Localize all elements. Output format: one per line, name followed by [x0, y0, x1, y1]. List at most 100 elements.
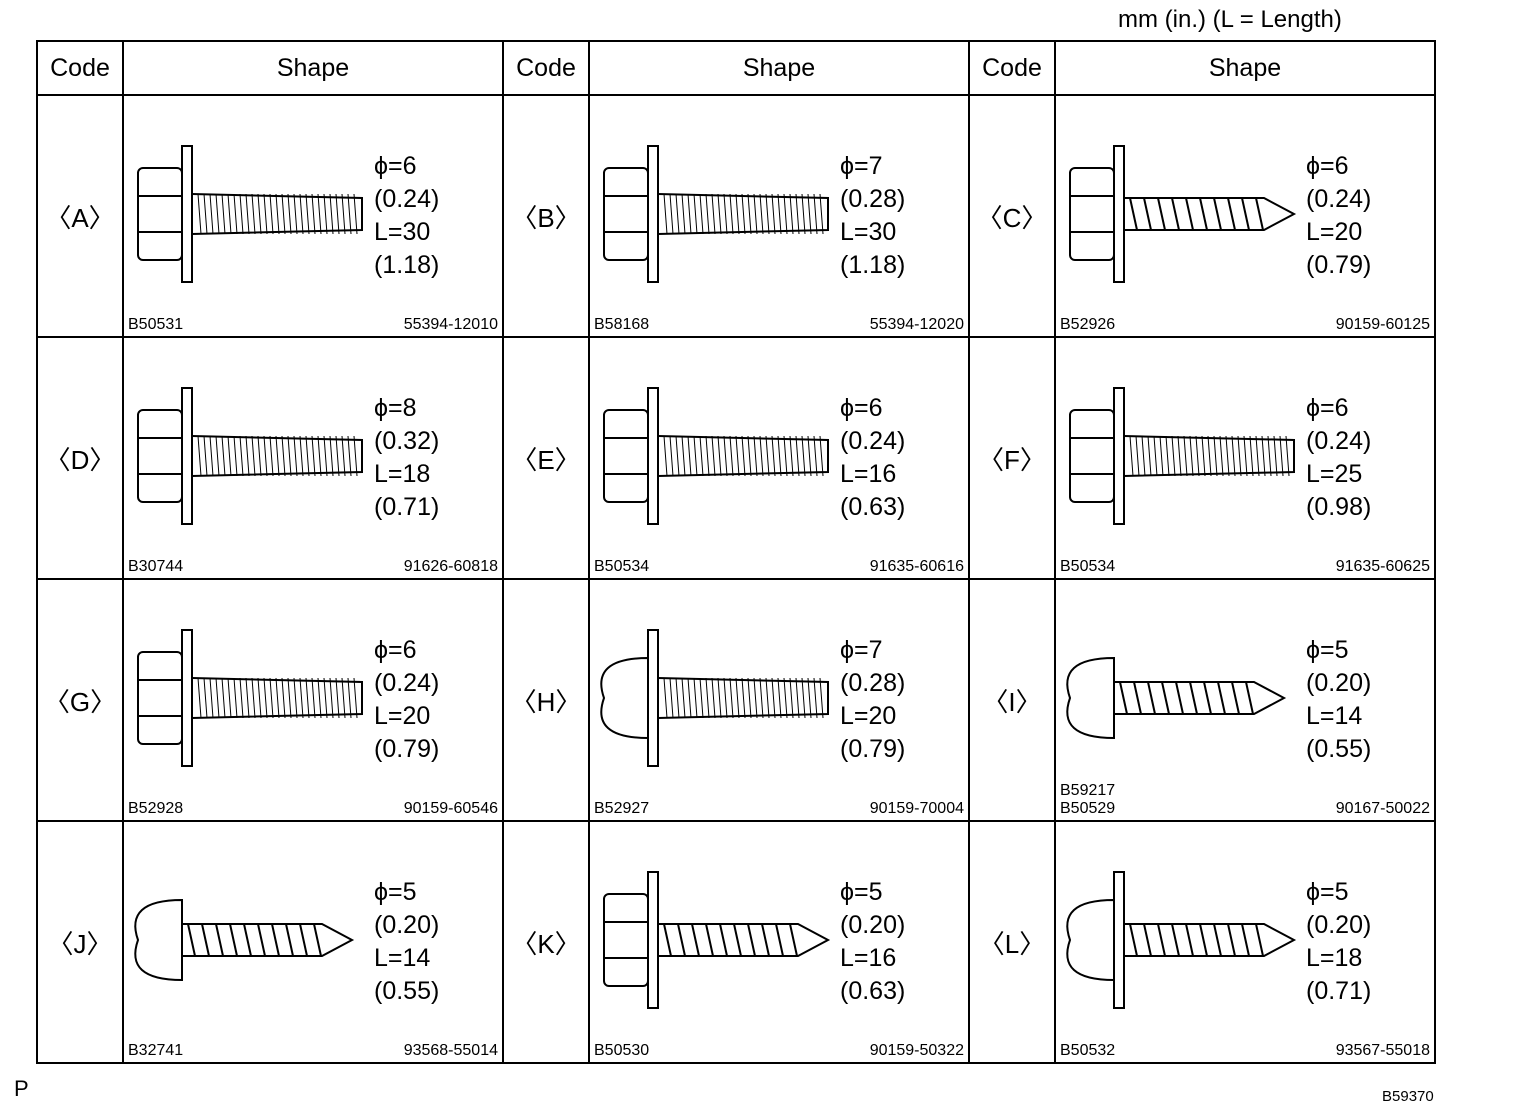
- fastener-specs: ϕ=5 (0.20) L=14 (0.55): [1306, 634, 1371, 766]
- fastener-code: 〈G〉: [36, 578, 124, 822]
- diameter-mm: ϕ=6: [1306, 394, 1349, 422]
- length-mm: L=20: [374, 702, 431, 730]
- fastener-code: 〈E〉: [502, 336, 590, 580]
- diameter-in: (0.24): [840, 427, 906, 455]
- diameter-mm: ϕ=6: [1306, 152, 1349, 180]
- length-in: (0.63): [840, 977, 906, 1005]
- illustration-code: B52927: [594, 800, 650, 817]
- diameter-mm: ϕ=7: [840, 636, 883, 664]
- hex-washer-tapping-screw-icon: [603, 871, 831, 1009]
- fastener-code: 〈A〉: [36, 94, 124, 338]
- length-in: (1.18): [374, 251, 440, 279]
- code-header: Code: [36, 40, 124, 96]
- hex-washer-bolt-icon: [137, 387, 363, 525]
- part-number: 91626-60818: [403, 558, 498, 575]
- diameter-mm: ϕ=5: [1306, 636, 1349, 664]
- length-mm: L=18: [374, 460, 431, 488]
- length-in: (0.79): [1306, 251, 1372, 279]
- length-mm: L=30: [374, 218, 431, 246]
- length-mm: L=14: [1306, 702, 1363, 730]
- diameter-in: (0.28): [840, 185, 906, 213]
- header-row: Code Shape Code Shape Code Shape: [36, 40, 1436, 96]
- fastener-shape-cell: ϕ=7 (0.28) L=30 (1.18) B58168 55394-1202…: [588, 94, 970, 338]
- length-in: (0.98): [1306, 493, 1372, 521]
- flange-hex-bolt-icon: [603, 145, 829, 283]
- fastener-shape-cell: ϕ=7 (0.28) L=20 (0.79) B52927 90159-7000…: [588, 578, 970, 822]
- diameter-mm: ϕ=7: [840, 152, 883, 180]
- fastener-shape-cell: ϕ=6 (0.24) L=30 (1.18) B50531 55394-1201…: [122, 94, 504, 338]
- length-in: (1.18): [840, 251, 906, 279]
- part-number: 93568-55014: [403, 1042, 498, 1059]
- fastener-code: 〈J〉: [36, 820, 124, 1064]
- fastener-code: 〈B〉: [502, 94, 590, 338]
- fastener-specs: ϕ=5 (0.20) L=18 (0.71): [1306, 876, 1371, 1008]
- length-mm: L=25: [1306, 460, 1363, 488]
- fastener-code: 〈I〉: [968, 578, 1056, 822]
- illustration-code: B50530: [594, 1042, 650, 1059]
- length-in: (0.71): [1306, 977, 1372, 1005]
- diameter-mm: ϕ=6: [840, 394, 883, 422]
- unit-note: mm (in.) (L = Length): [1118, 6, 1342, 33]
- part-number: 90159-70004: [869, 800, 964, 817]
- part-number: 90159-50322: [869, 1042, 964, 1059]
- code-header: Code: [502, 40, 590, 96]
- length-mm: L=14: [374, 944, 431, 972]
- illustration-code: B59217 B50529: [1060, 782, 1116, 817]
- length-in: (0.63): [840, 493, 906, 521]
- table-row: 〈A〉 ϕ=6 (0.24) L=30 (1.18) B50531 55394-…: [36, 94, 1436, 338]
- fastener-shape-cell: ϕ=5 (0.20) L=16 (0.63) B50530 90159-5032…: [588, 820, 970, 1064]
- table-row: 〈G〉 ϕ=6 (0.24) L=20 (0.79) B52928 90159-…: [36, 578, 1436, 822]
- illustration-code: B30744: [128, 558, 184, 575]
- illustration-code: B50532: [1060, 1042, 1116, 1059]
- part-number: 93567-55018: [1335, 1042, 1430, 1059]
- fastener-code: 〈C〉: [968, 94, 1056, 338]
- diameter-in: (0.20): [840, 911, 906, 939]
- length-in: (0.55): [1306, 735, 1372, 763]
- fastener-code: 〈H〉: [502, 578, 590, 822]
- length-mm: L=16: [840, 944, 897, 972]
- length-mm: L=18: [1306, 944, 1363, 972]
- illustration-code: B50531: [128, 316, 184, 333]
- length-in: (0.55): [374, 977, 440, 1005]
- fastener-specs: ϕ=6 (0.24) L=20 (0.79): [1306, 150, 1371, 282]
- length-mm: L=16: [840, 460, 897, 488]
- hex-washer-tapping-screw-icon: [1069, 145, 1297, 283]
- fastener-specs: ϕ=6 (0.24) L=16 (0.63): [840, 392, 905, 524]
- fastener-specs: ϕ=6 (0.24) L=25 (0.98): [1306, 392, 1371, 524]
- fastener-code: 〈L〉: [968, 820, 1056, 1064]
- length-mm: L=30: [840, 218, 897, 246]
- length-mm: L=20: [1306, 218, 1363, 246]
- hex-washer-bolt-icon: [137, 629, 363, 767]
- reference-code: B59370: [1382, 1088, 1434, 1105]
- fastener-shape-cell: ϕ=6 (0.24) L=25 (0.98) B50534 91635-6062…: [1054, 336, 1436, 580]
- diameter-mm: ϕ=8: [374, 394, 417, 422]
- diameter-mm: ϕ=5: [1306, 878, 1349, 906]
- table-row: 〈J〉 ϕ=5 (0.20) L=14 (0.55) B32741 93568-…: [36, 820, 1436, 1064]
- diameter-in: (0.32): [374, 427, 440, 455]
- shape-header: Shape: [588, 40, 970, 96]
- length-in: (0.71): [374, 493, 440, 521]
- fastener-specs: ϕ=5 (0.20) L=14 (0.55): [374, 876, 439, 1008]
- fastener-shape-cell: ϕ=5 (0.20) L=14 (0.55) B32741 93568-5501…: [122, 820, 504, 1064]
- fastener-specs: ϕ=6 (0.24) L=30 (1.18): [374, 150, 439, 282]
- fastener-specs: ϕ=7 (0.28) L=30 (1.18): [840, 150, 905, 282]
- part-number: 91635-60616: [869, 558, 964, 575]
- part-number: 55394-12010: [403, 316, 498, 333]
- diameter-in: (0.20): [1306, 911, 1372, 939]
- hex-washer-bolt-icon: [1069, 387, 1295, 525]
- pan-coarse-screw-icon: [134, 898, 355, 982]
- fastener-shape-cell: ϕ=6 (0.24) L=20 (0.79) B52928 90159-6054…: [122, 578, 504, 822]
- diameter-in: (0.24): [1306, 427, 1372, 455]
- part-number: 90159-60546: [403, 800, 498, 817]
- diameter-in: (0.20): [374, 911, 440, 939]
- length-in: (0.79): [840, 735, 906, 763]
- fastener-shape-cell: ϕ=5 (0.20) L=14 (0.55) B59217 B50529 901…: [1054, 578, 1436, 822]
- fastener-code: 〈D〉: [36, 336, 124, 580]
- part-number: 91635-60625: [1335, 558, 1430, 575]
- fastener-shape-cell: ϕ=8 (0.32) L=18 (0.71) B30744 91626-6081…: [122, 336, 504, 580]
- diameter-in: (0.28): [840, 669, 906, 697]
- pan-washer-bolt-icon: [600, 629, 829, 767]
- illustration-code: B52926: [1060, 316, 1116, 333]
- fastener-shape-cell: ϕ=6 (0.24) L=16 (0.63) B50534 91635-6061…: [588, 336, 970, 580]
- length-mm: L=20: [840, 702, 897, 730]
